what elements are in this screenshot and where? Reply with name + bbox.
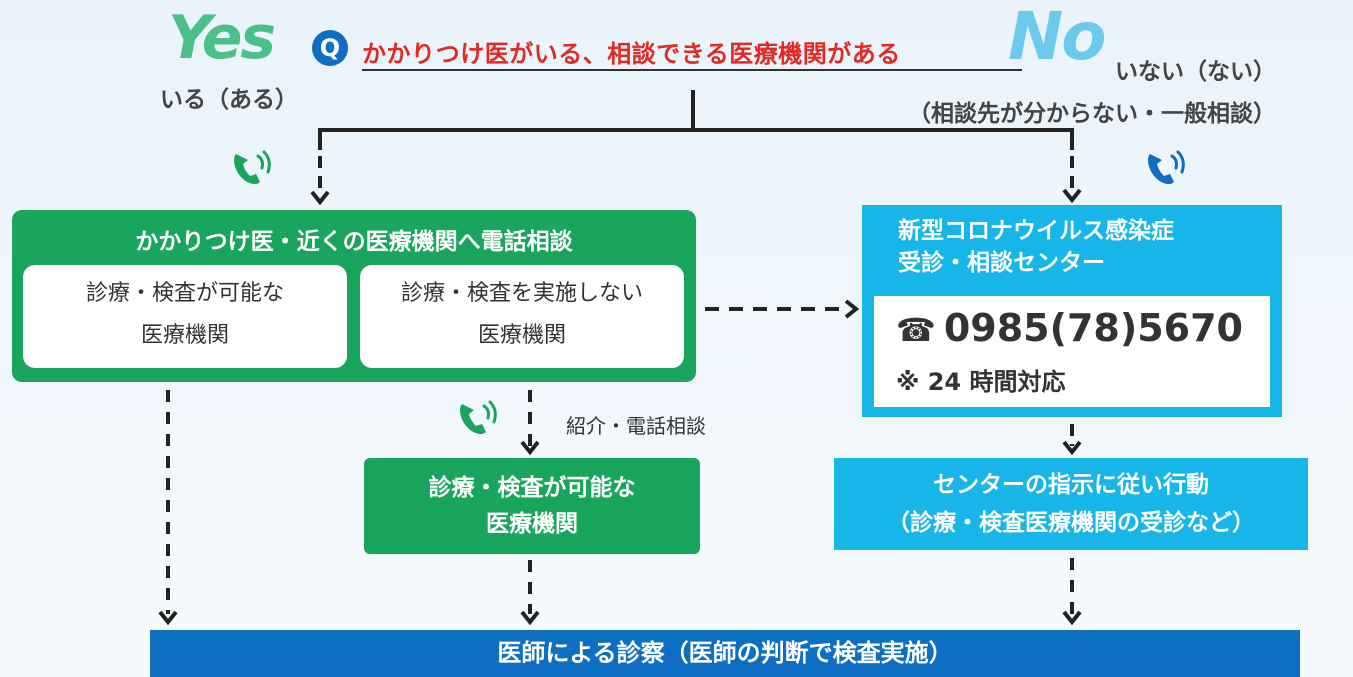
- yes-label: Yes: [168, 3, 276, 73]
- no-answer-subtext: （相談先が分からない・一般相談）: [908, 101, 1276, 127]
- referral-label: 紹介・電話相談: [566, 414, 706, 438]
- center-action-box: センターの指示に従い行動 （診療・検査医療機関の受診など）: [834, 458, 1308, 550]
- telephone-glyph-icon: ☎: [896, 311, 936, 349]
- phone-icon: [1148, 150, 1185, 185]
- center-action-line1: センターの指示に従い行動: [933, 472, 1209, 498]
- phone-icon: [234, 150, 271, 185]
- referred-exam-line2: 医療機関: [486, 511, 578, 537]
- question-badge-icon: Q: [312, 30, 348, 66]
- phone-number-text: 0985(78)5670: [943, 306, 1243, 350]
- referred-exam-box: 診療・検査が可能な 医療機関: [364, 458, 700, 554]
- card-exam-not-possible: 診療・検査を実施しない 医療機関: [360, 265, 684, 368]
- center-title-line2: 受診・相談センター: [898, 250, 1105, 276]
- card-exam-possible: 診療・検査が可能な 医療機関: [23, 265, 347, 368]
- consultation-center-title: 新型コロナウイルス感染症 受診・相談センター: [862, 215, 1278, 279]
- center-title-line1: 新型コロナウイルス感染症: [898, 218, 1174, 244]
- center-action-line2: （診療・検査医療機関の受診など）: [887, 510, 1255, 536]
- card-exam-possible-line2: 医療機関: [140, 323, 229, 348]
- card-exam-not-possible-line2: 医療機関: [477, 323, 566, 348]
- family-doctor-title: かかりつけ医・近くの医療機関へ電話相談: [135, 229, 573, 255]
- center-contact-card: [874, 296, 1270, 407]
- question-underline: [362, 69, 1022, 71]
- no-label: No: [1008, 0, 1107, 75]
- doctor-exam-bar: 医師による診察（医師の判断で検査実施）: [150, 630, 1300, 677]
- question-text: かかりつけ医がいる、相談できる医療機関がある: [362, 40, 901, 68]
- card-exam-possible-line1: 診療・検査が可能な: [85, 281, 284, 306]
- phone-icon: [460, 400, 497, 435]
- yes-answer-text: いる（ある）: [160, 87, 298, 113]
- center-hours: ※ 24 時間対応: [896, 368, 1066, 396]
- no-answer-text: いない（ない）: [1115, 59, 1276, 85]
- referred-exam-line1: 診療・検査が可能な: [428, 475, 636, 501]
- center-phone-number: ☎0985(78)5670: [896, 306, 1243, 350]
- card-exam-not-possible-line1: 診療・検査を実施しない: [400, 281, 643, 306]
